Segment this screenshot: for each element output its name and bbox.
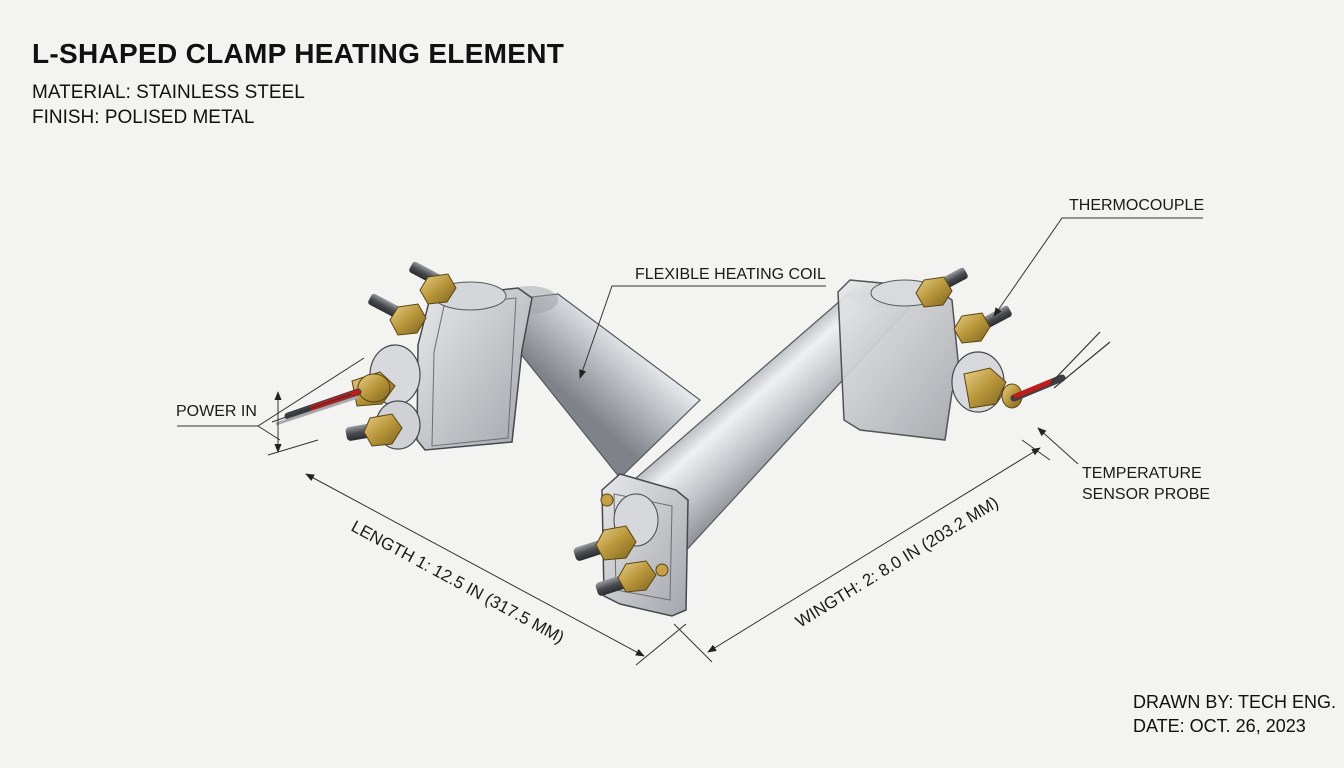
finish-spec: FINISH: POLISED METAL <box>32 107 255 128</box>
width-dimension <box>673 439 1051 663</box>
stud-mid-left <box>368 293 427 336</box>
sensor-leader <box>1037 427 1079 465</box>
drawing-footer: DRAWN BY: TECH ENG. DATE: OCT. 26, 2023 <box>1133 690 1336 738</box>
left-end-plate <box>416 281 533 451</box>
drawing-title: L-SHAPED CLAMP HEATING ELEMENT <box>32 38 565 69</box>
material-spec: MATERIAL: STAINLESS STEEL <box>32 82 305 103</box>
power-in-label: POWER IN <box>176 403 257 420</box>
sensor-label-line2: SENSOR PROBE <box>1082 486 1210 503</box>
length-dimension-label: LENGTH 1: 12.5 IN (317.5 MM) <box>348 517 567 647</box>
left-terminal-studs <box>345 261 457 447</box>
heating-coil-leader <box>579 285 826 379</box>
length-dimension <box>267 439 687 666</box>
drawn-by: DRAWN BY: TECH ENG. <box>1133 692 1337 712</box>
heating-coil-label: FLEXIBLE HEATING COIL <box>635 266 826 283</box>
drawing-date: DATE: OCT. 26, 2023 <box>1133 716 1306 736</box>
sensor-label-line1: TEMPERATURE <box>1082 465 1202 482</box>
thermocouple-leader <box>993 217 1203 317</box>
stud-top-right <box>915 267 968 308</box>
power-in-leader <box>177 357 365 453</box>
sensor-wires <box>1010 331 1111 402</box>
stud-front-upper <box>573 525 637 561</box>
title-block: L-SHAPED CLAMP HEATING ELEMENT MATERIAL:… <box>32 38 564 130</box>
stud-mid-right <box>953 305 1012 344</box>
right-terminal-studs <box>915 267 1023 413</box>
stud-low-left <box>345 413 403 447</box>
stud-top-left <box>409 261 457 305</box>
sensor-connector <box>963 367 1023 409</box>
power-connector <box>351 371 396 407</box>
thermocouple-label: THERMOCOUPLE <box>1069 197 1204 214</box>
width-dimension-label: WINGTH: 2: 8.0 IN (203.2 MM) <box>792 493 1002 632</box>
power-wires <box>271 388 362 426</box>
